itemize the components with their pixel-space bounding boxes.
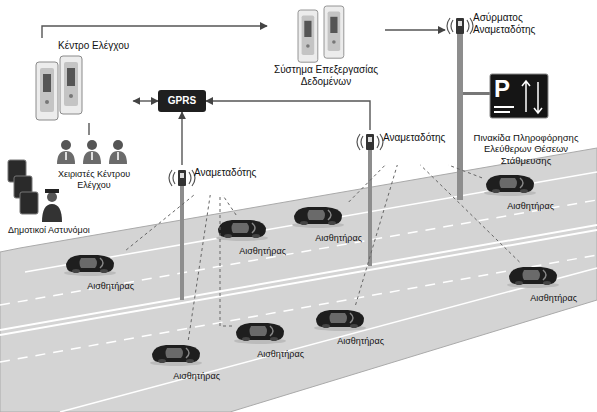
radio-link [420,165,519,262]
node-text: Κέντρο Ελέγχου [58,40,129,52]
node-text: Αναμεταδότης [194,167,256,179]
parking-info-sign: Πινακίδα Πληροφόρησης Ελεύθερων Θέσεων Σ… [465,72,587,168]
node-text: Ασύρματος Αναμεταδότης [473,12,555,36]
repeater: Αναμεταδότης [355,130,450,165]
node-text: Αισθητήρας [507,201,554,212]
node-text: Αισθητήρας [257,349,304,360]
node-text: Αισθητήρας [173,371,220,382]
parking-sensor: Αισθητήρας [232,318,306,362]
data-link [133,100,158,101]
repeater: Αναμεταδότης [160,165,265,195]
wireless-repeater: Ασύρματος Αναμεταδότης [445,10,557,55]
node-text: Αισθητήρας [239,246,286,257]
data-link [206,101,370,130]
parking-sensor: Αισθητήρας [482,170,556,214]
node-text: Σύστημα Επεξεργασίας Δεδομένων [269,64,383,88]
node-text: Αισθητήρας [530,293,577,304]
parking-sensor: Αισθητήρας [214,215,288,259]
node-text: GPRS [168,95,196,107]
node-text: Αισθητήρας [337,336,384,347]
data-link [42,26,267,38]
parking-sensor: Αισθητήρας [62,250,136,294]
node-text: Αναμεταδότης [383,132,445,144]
node-text: Αισθητήρας [315,233,362,244]
parking-sensor: Αισθητήρας [312,305,386,349]
radio-link [349,165,386,202]
data-link [88,123,89,135]
radio-link [223,195,237,215]
parking-sensor: Αισθητήρας [505,262,579,306]
parking-sensor: Αισθητήρας [290,202,364,246]
gprs-box: GPRS [158,90,206,112]
radio-link [448,165,482,178]
node-text: Χειριστές Κέντρου Ελέγχου [49,169,139,191]
municipal-police: Δημοτικοί Αστυνόμοι [4,158,99,238]
radio-link [126,195,194,250]
data-link [181,112,182,165]
node-text: Αισθητήρας [87,281,134,292]
node-text: Δημοτικοί Αστυνόμοι [8,225,90,236]
radio-link [220,195,232,326]
radio-link [188,195,210,340]
parking-symbol: P [494,77,510,101]
control-operators: Χειριστές Κέντρου Ελέγχου [47,135,141,193]
control-center: Κέντρο Ελέγχου [30,38,133,123]
parking-sensor: Αισθητήρας [148,340,222,384]
node-text: Πινακίδα Πληροφόρησης Ελεύθερων Θέσεων Σ… [467,132,585,166]
data-processing-system: Σύστημα Επεξεργασίας Δεδομένων [267,4,385,90]
data-link [385,29,445,30]
